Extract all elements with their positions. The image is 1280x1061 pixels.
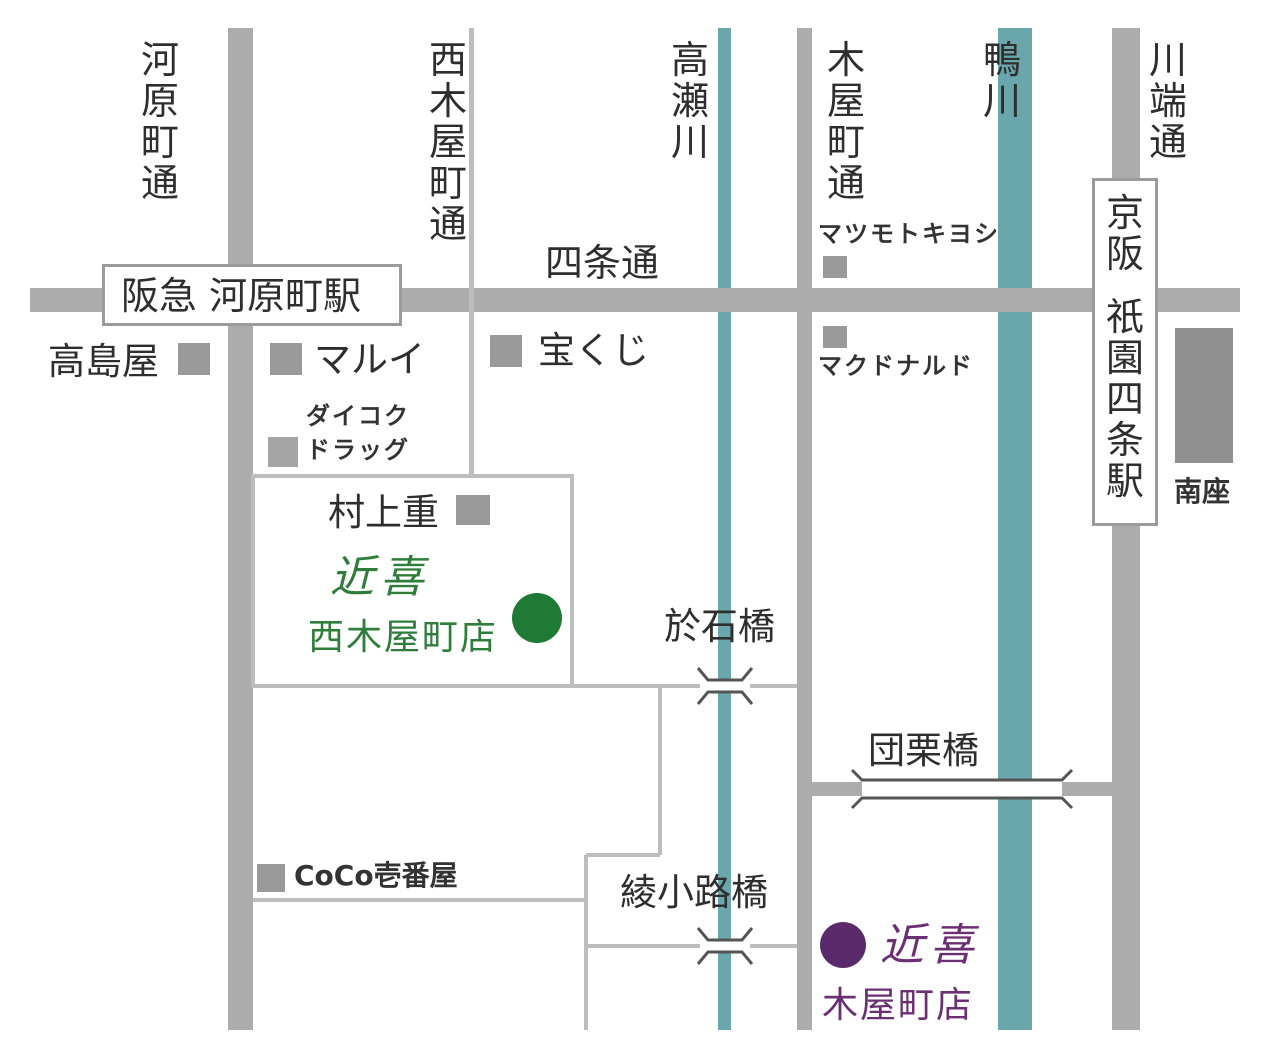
takase-gawa-label: 高瀬川 <box>670 38 709 164</box>
kiyamachi-dori-label: 木屋町通 <box>826 38 865 205</box>
keihan-gion-shijo-station: 京阪 祇園四条駅 <box>1092 178 1158 526</box>
hankyu-kawaramachi-station: 阪急 河原町駅 <box>102 264 402 326</box>
mcdonalds-label: マクドナルド <box>818 352 974 380</box>
kawabata-dori-label: 川端通 <box>1148 38 1187 164</box>
takase-river <box>718 28 731 1030</box>
coco-ichibanya-building <box>257 864 285 892</box>
nishikiyamachi-brand-logo: 近喜 <box>330 552 430 603</box>
daikoku-label-line2: ドラッグ <box>306 436 410 464</box>
hankyu-kawaramachi-station-label: 阪急 河原町駅 <box>121 274 362 318</box>
kamo-river <box>998 28 1032 1030</box>
kamo-gawa-label: 鴨川 <box>982 38 1021 123</box>
coco-ichibanya-label: CoCo壱番屋 <box>294 859 458 892</box>
marui-building <box>270 343 302 375</box>
ayanokoji-bashi-symbol <box>696 927 754 965</box>
nishikiyamachi-dori-road <box>469 28 474 478</box>
takashimaya-building <box>178 343 210 375</box>
takarakuji-building <box>490 335 522 367</box>
takarakuji-label: 宝くじ <box>538 329 649 372</box>
kawaramachi-dori-road <box>228 28 253 1030</box>
kiyamachi-store-marker <box>820 922 866 968</box>
ayanokoji-bashi-label: 綾小路橋 <box>620 871 768 914</box>
oishi-bashi-symbol <box>696 667 754 705</box>
keihan-label: 京阪 <box>1105 191 1144 276</box>
minami-za-building <box>1175 328 1233 463</box>
kiyamachi-brand-logo: 近喜 <box>880 920 980 971</box>
takashimaya-label: 高島屋 <box>48 340 159 383</box>
matsumoto-kiyoshi-label: マツモトキヨシ <box>818 220 1000 248</box>
daikoku-label-line1: ダイコク <box>306 402 410 430</box>
matsumoto-kiyoshi-building <box>823 256 847 278</box>
kiyamachi-dori-road <box>797 28 812 1030</box>
nishikiyamachi-store-marker <box>512 593 562 643</box>
nishikiyamachi-store-label: 西木屋町店 <box>308 617 499 658</box>
marui-label: マルイ <box>314 338 425 381</box>
kawaramachi-dori-label: 河原町通 <box>140 38 179 205</box>
dango-bashi-label: 団栗橋 <box>868 729 979 772</box>
murakamiju-building <box>456 495 490 525</box>
minami-za-label: 南座 <box>1174 475 1231 508</box>
shijo-dori-label: 四条通 <box>545 241 660 285</box>
murakamiju-label: 村上重 <box>328 491 439 534</box>
mcdonalds-building <box>823 326 847 348</box>
gion-shijo-station-label: 祇園四条駅 <box>1105 295 1144 503</box>
daikoku-building <box>268 437 298 467</box>
dango-bashi-symbol <box>850 768 1074 810</box>
oishi-bashi-label: 於石橋 <box>664 605 775 648</box>
nishikiyamachi-dori-label: 西木屋町通 <box>428 38 467 246</box>
alleys <box>251 474 797 1030</box>
kiyamachi-store-label: 木屋町店 <box>822 985 975 1026</box>
